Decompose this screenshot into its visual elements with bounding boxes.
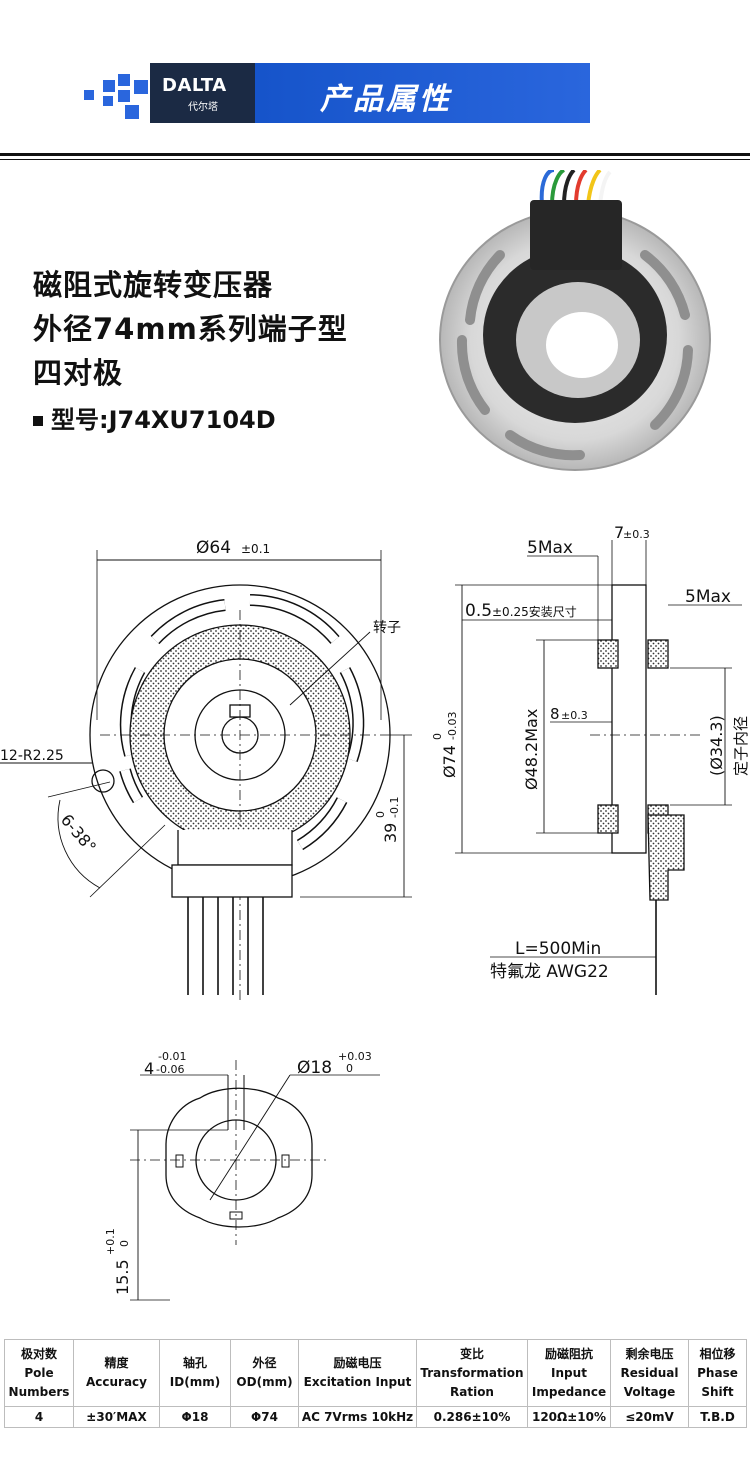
svg-text:5Max: 5Max [685, 587, 731, 607]
connector-block [530, 200, 622, 270]
svg-text:5Max: 5Max [527, 538, 573, 558]
technical-drawing: Ø64 ±0.1 转子 12-R2.25 6-38° 39 0 -0.1 [0, 523, 750, 1301]
product-name: 磁阻式旋转变压器 [33, 268, 274, 302]
front-view [0, 550, 412, 1000]
svg-text:6-38°: 6-38° [57, 810, 100, 856]
pixel-decoration [84, 90, 94, 100]
pixel-decoration [103, 80, 115, 92]
page-header: DALTA 代尔塔 产品属性 [0, 0, 750, 160]
spec-value: Φ74 [230, 1406, 299, 1428]
logo-block [150, 63, 255, 123]
svg-text:0.5: 0.5 [465, 601, 492, 621]
logo: DALTA [162, 75, 227, 96]
svg-text:-0.01: -0.01 [158, 1050, 186, 1063]
product-photo [439, 170, 711, 471]
spec-value: T.B.D [688, 1406, 747, 1428]
svg-text:+0.03: +0.03 [338, 1050, 372, 1063]
svg-text:0: 0 [346, 1062, 353, 1075]
side-view [455, 540, 742, 995]
svg-text:-0.06: -0.06 [156, 1063, 184, 1076]
rotor-detail-labels: 4 -0.01 -0.06 Ø18 +0.03 0 15.5 +0.1 0 [104, 1050, 372, 1295]
logo-subtitle: 代尔塔 [188, 102, 218, 113]
pixel-decoration [118, 90, 130, 102]
divider [0, 159, 750, 160]
svg-text:8: 8 [550, 705, 560, 723]
svg-text:12-R2.25: 12-R2.25 [0, 748, 64, 764]
svg-text:±0.3: ±0.3 [623, 528, 650, 541]
svg-text:(Ø34.3): (Ø34.3) [707, 715, 726, 776]
rotor-detail [130, 1060, 380, 1301]
spec-value: AC 7Vrms 10kHz [298, 1406, 417, 1428]
svg-text:±0.3: ±0.3 [561, 709, 588, 722]
svg-text:特氟龙 AWG22: 特氟龙 AWG22 [490, 962, 609, 982]
model-number: 型号:J74XU7104D [51, 406, 276, 434]
pixel-decoration [118, 74, 130, 86]
side-view-labels: 7 ±0.3 5Max 5Max 0.5 ±0.25安装尺寸 8 ±0.3 Ø7… [431, 523, 750, 982]
svg-text:-0.1: -0.1 [388, 797, 401, 818]
svg-text:Ø64: Ø64 [196, 538, 231, 558]
divider [0, 153, 750, 156]
svg-text:+0.1: +0.1 [104, 1228, 117, 1255]
spec-value: 0.286±10% [416, 1406, 528, 1428]
svg-text:0: 0 [431, 733, 444, 740]
svg-text:L=500Min: L=500Min [515, 939, 601, 959]
svg-text:Ø48.2Max: Ø48.2Max [522, 709, 541, 790]
spec-value-row: 4 ±30′MAX Φ18 Φ74 AC 7Vrms 10kHz 0.286±1… [4, 1406, 747, 1428]
svg-text:15.5: 15.5 [113, 1259, 132, 1295]
svg-text:-0.03: -0.03 [446, 712, 459, 740]
product-series: 外径74mm系列端子型 [33, 312, 348, 346]
page-title: 产品属性 [320, 82, 452, 117]
svg-text:转子: 转子 [373, 620, 401, 636]
product-model: 型号:J74XU7104D [33, 400, 276, 435]
pixel-decoration [134, 80, 148, 94]
svg-text:Ø74: Ø74 [440, 745, 459, 778]
pixel-decoration [103, 96, 113, 106]
title-banner [240, 63, 590, 123]
pixel-decoration [125, 105, 139, 119]
svg-text:Ø18: Ø18 [297, 1058, 332, 1078]
svg-text:±0.1: ±0.1 [241, 542, 270, 556]
svg-text:定子内径: 定子内径 [732, 716, 750, 776]
spec-value: ≤20mV [610, 1406, 689, 1428]
svg-text:4: 4 [144, 1059, 154, 1078]
svg-text:0: 0 [374, 811, 387, 818]
spec-value: 4 [4, 1406, 74, 1428]
spec-value: 120Ω±10% [527, 1406, 611, 1428]
spec-value: ±30′MAX [73, 1406, 160, 1428]
svg-text:39: 39 [381, 823, 400, 843]
spec-value: Φ18 [159, 1406, 231, 1428]
svg-text:±0.25安装尺寸: ±0.25安装尺寸 [492, 604, 577, 619]
svg-text:7: 7 [614, 523, 624, 542]
lead-wires [539, 170, 612, 206]
svg-text:0: 0 [118, 1240, 131, 1247]
product-poles: 四对极 [33, 356, 124, 390]
bullet-square-icon [33, 416, 43, 426]
